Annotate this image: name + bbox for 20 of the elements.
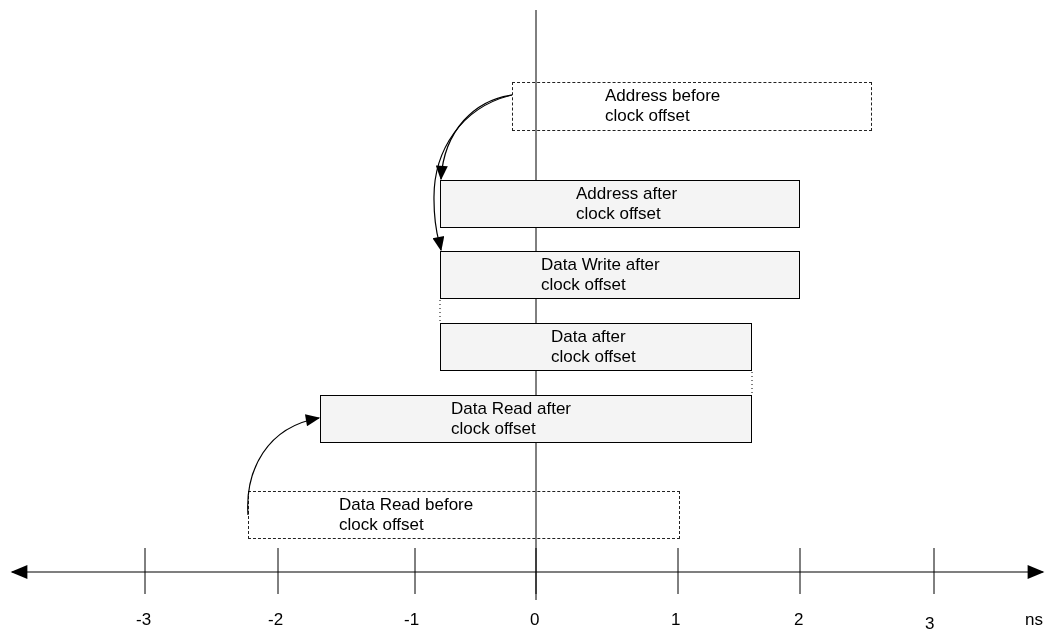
tick-label: 3	[925, 614, 935, 631]
arrow	[432, 94, 513, 252]
timing-bar	[440, 251, 800, 299]
tick-label: 2	[794, 610, 804, 630]
bar-label: Data Write after clock offset	[541, 255, 661, 295]
tick-label: 1	[671, 610, 681, 630]
tick-label: -1	[404, 610, 420, 630]
tick-label: -2	[268, 610, 284, 630]
dashed-timing-box	[512, 82, 872, 131]
unit-label: ns	[1025, 610, 1043, 630]
timing-bar	[320, 395, 752, 443]
bar-label: Data Read after clock offset	[451, 399, 572, 439]
bar-label: Address after clock offset	[576, 184, 679, 224]
tick-label: 0	[530, 610, 540, 630]
tick-label: -3	[136, 610, 152, 630]
bar-label: Data after clock offset	[551, 327, 637, 367]
arrow	[247, 415, 321, 516]
dashed-timing-box	[248, 491, 680, 539]
timing-bar	[440, 323, 752, 371]
timing-bar	[440, 180, 800, 228]
